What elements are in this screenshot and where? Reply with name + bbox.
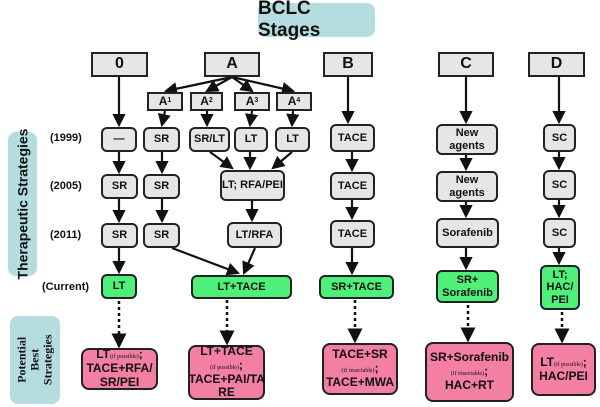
stage-b: B [323, 52, 373, 77]
year-2011: (2011) [50, 229, 82, 241]
current-d: LT; HAC/ PEI [540, 265, 580, 310]
box-2005-b: TACE [330, 172, 375, 200]
solid-arrows [112, 75, 566, 276]
box-2011-c: Sorafenib [436, 218, 499, 248]
box-2011-d: SC [543, 218, 576, 248]
box-2011-b: TACE [330, 220, 375, 248]
box-1999-b: TACE [330, 124, 375, 152]
current-0: LT [101, 274, 137, 299]
current-b: SR+TACE [319, 275, 394, 299]
diagram-title: BCLC Stages [258, 0, 375, 41]
box-2005-c: New agents [436, 171, 498, 202]
stage-a: A [204, 52, 260, 77]
potential-best-strategies-label: Potential Best Strategies [10, 316, 60, 404]
box-2005-a: LT; RFA/PEI [220, 170, 285, 201]
best-a: LT+TACE(if possible);TACE+PAI/TA RE [188, 343, 265, 400]
stage-0: 0 [91, 52, 148, 77]
box-2011-a: LT/RFA [227, 222, 282, 248]
box-1999-d: SC [543, 124, 576, 152]
potential-text: Potential Best Strategies [14, 334, 55, 386]
stage-c: C [438, 52, 494, 77]
box-2011-a1: SR [143, 223, 180, 248]
best-d: LT(if possible);HAC/PEI [531, 343, 596, 396]
year-current: (Current) [42, 281, 90, 293]
best-b: TACE+SR(if resectable);TACE+MWA [322, 343, 398, 395]
box-1999-a4: LT [275, 127, 310, 152]
year-2005: (2005) [50, 180, 82, 192]
therapeutic-text: Therapeutic Strategies [14, 128, 31, 280]
box-1999-a2: SR/LT [189, 127, 230, 152]
box-2005-a1: SR [143, 174, 180, 199]
therapeutic-strategies-label: Therapeutic Strategies [8, 129, 37, 279]
current-a: LT+TACE [191, 275, 292, 299]
dotted-arrows [111, 300, 570, 349]
box-1999-a1: SR [143, 127, 180, 152]
box-1999-a3: LT [234, 127, 268, 152]
best-0: LT(if possible);TACE+RFA/ SR/PEI [81, 347, 158, 390]
box-2005-0: SR [101, 174, 138, 199]
year-1999: (1999) [50, 132, 82, 144]
box-2005-d: SC [543, 170, 576, 200]
box-1999-0: — [101, 127, 137, 152]
best-c: SR+Sorafenib(if resectable);HAC+RT [425, 342, 514, 402]
box-1999-c: New agents [436, 124, 498, 155]
stage-d: D [528, 52, 585, 77]
current-c: SR+ Sorafenib [436, 270, 499, 303]
box-2011-0: SR [101, 223, 138, 248]
